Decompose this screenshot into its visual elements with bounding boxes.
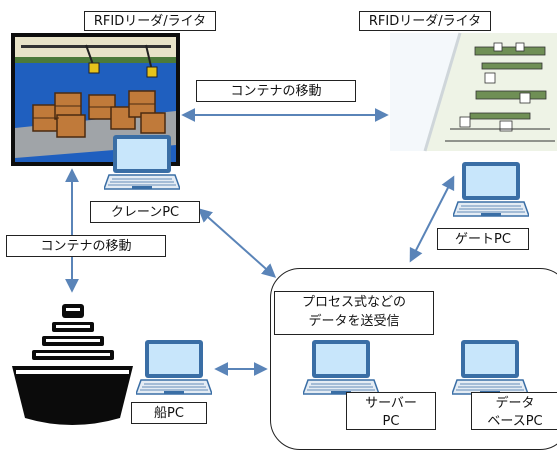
process-data-label: プロセス式などの データを送受信 xyxy=(274,291,434,335)
process-data-label-line1: プロセス式などの xyxy=(301,295,406,310)
gate-laptop-icon xyxy=(453,160,529,222)
server-pc-label-line2: PC xyxy=(382,414,400,429)
ship-pc-label: 船PC xyxy=(131,402,207,424)
arrow-crane-to-network xyxy=(197,208,277,278)
yard-map-illustration xyxy=(390,32,557,152)
rfid-reader-label-right: RFIDリーダ/ライタ xyxy=(359,11,491,31)
database-pc-label-line1: データ xyxy=(495,396,535,411)
container-move-label-vertical: コンテナの移動 xyxy=(6,235,166,257)
crane-pc-label: クレーンPC xyxy=(90,201,200,223)
crane-laptop-icon xyxy=(104,133,180,195)
process-data-label-line2: データを送受信 xyxy=(308,314,400,329)
database-laptop-icon xyxy=(452,338,528,400)
ship-icon xyxy=(12,304,133,425)
port-crane-illustration xyxy=(11,33,180,166)
container-move-label-horizontal: コンテナの移動 xyxy=(196,80,356,102)
connection-arrows xyxy=(65,108,455,376)
arrow-gate-to-network xyxy=(409,175,455,263)
database-pc-label: データ ベースPC xyxy=(471,392,557,430)
server-pc-label: サーバー PC xyxy=(346,392,436,430)
gate-pc-label: ゲートPC xyxy=(437,228,529,250)
server-laptop-icon xyxy=(303,338,379,400)
rfid-reader-label-left: RFIDリーダ/ライタ xyxy=(84,11,216,31)
server-pc-label-line1: サーバー xyxy=(365,396,417,411)
database-pc-label-line2: ベースPC xyxy=(487,414,543,429)
ship-laptop-icon xyxy=(136,338,212,400)
